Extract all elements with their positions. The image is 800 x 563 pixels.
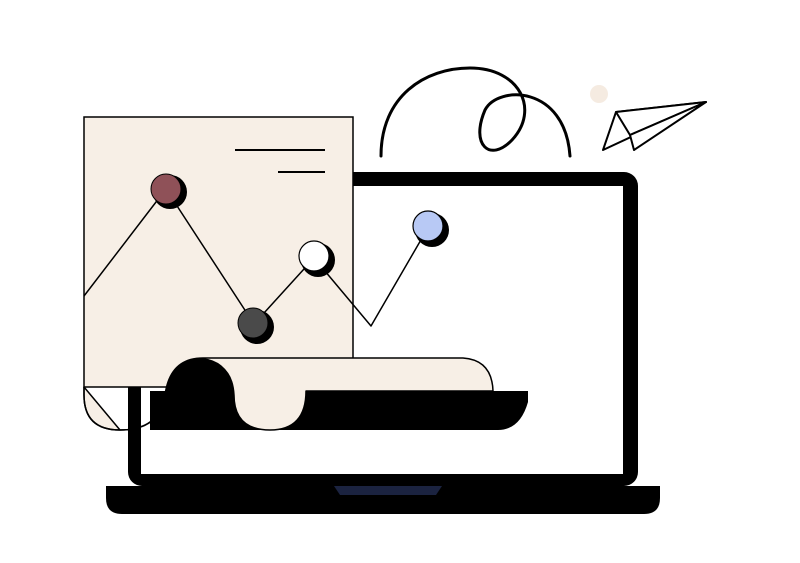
document-curl-inner	[150, 358, 234, 430]
document-edge	[83, 387, 166, 431]
decorative-dot	[590, 85, 608, 103]
chart-line	[83, 188, 430, 327]
document-icon	[83, 116, 528, 431]
chart-marker-gray	[237, 307, 274, 344]
chart-marker-dark-red	[150, 173, 187, 209]
loop-line-icon	[379, 66, 572, 158]
laptop-base	[106, 486, 660, 514]
paper-plane-icon	[602, 101, 707, 151]
chart-marker-blue	[412, 210, 449, 247]
trackpad-notch	[334, 486, 442, 495]
chart-marker-white	[298, 240, 335, 277]
